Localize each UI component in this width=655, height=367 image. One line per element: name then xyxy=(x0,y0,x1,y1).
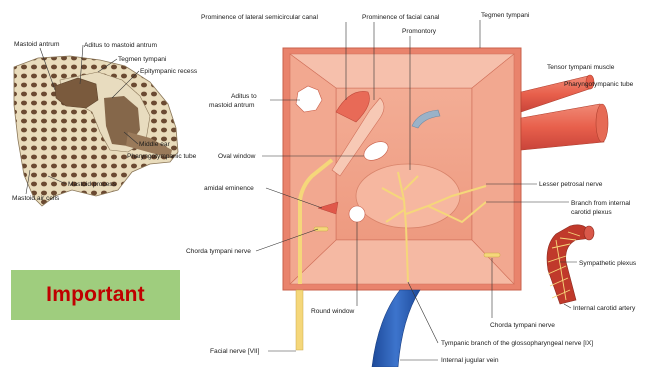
label-middle-ear: Middle ear xyxy=(139,141,171,148)
label-round-window: Round window xyxy=(311,308,354,315)
promontory xyxy=(356,164,460,228)
label-tegmen-top: Tegmen tympani xyxy=(481,12,530,19)
label-aditus-line2: mastoid antrum xyxy=(209,102,255,109)
label-epitympanic: Epitympanic recess xyxy=(140,68,198,75)
label-internal-carotid: Internal carotid artery xyxy=(573,305,636,312)
chorda-tympani-anterior xyxy=(484,253,500,257)
pharyngotympanic-tube-end xyxy=(596,104,608,142)
label-pharyngotympanic-right: Pharyngotympanic tube xyxy=(564,81,634,88)
label-aditus-line1: Aditus to xyxy=(231,93,257,100)
label-tympanic-branch: Tympanic branch of the glossopharyngeal … xyxy=(441,340,593,347)
tympanic-cavity-box xyxy=(283,48,521,290)
pharyngotympanic-tube xyxy=(521,104,604,150)
label-chorda-tympani-right: Chorda tympani nerve xyxy=(490,322,555,329)
label-tensor-tympani: Tensor tympani muscle xyxy=(547,64,615,71)
label-tegmen-left: Tegmen tympani xyxy=(118,56,167,63)
round-window xyxy=(349,206,365,222)
facial-nerve-trunk xyxy=(296,290,303,350)
important-callout: Important xyxy=(11,270,180,320)
label-prominence-lateral-canal: Prominence of lateral semicircular canal xyxy=(201,14,318,21)
chorda-tympani-posterior xyxy=(314,227,328,231)
label-pyramidal-eminence: amidal eminence xyxy=(204,185,254,192)
label-mastoid-antrum: Mastoid antrum xyxy=(14,41,60,48)
label-aditus-left: Aditus to mastoid antrum xyxy=(84,42,157,49)
label-prominence-facial-canal: Prominence of facial canal xyxy=(362,14,440,21)
label-branch-ica-1: Branch from internal xyxy=(571,200,631,207)
label-branch-ica-2: carotid plexus xyxy=(571,209,612,216)
label-mastoid-process: Mastoid process xyxy=(68,181,117,188)
label-lesser-petrosal: Lesser petrosal nerve xyxy=(539,181,603,188)
internal-jugular-vein xyxy=(372,290,420,367)
label-facial-nerve: Facial nerve [VII] xyxy=(210,348,260,355)
label-promontory: Promontory xyxy=(402,28,437,35)
label-sympathetic-plexus: Sympathetic plexus xyxy=(579,260,637,267)
label-chorda-tympani-left: Chorda tympani nerve xyxy=(186,248,251,255)
label-oval-window: Oval window xyxy=(218,153,256,160)
label-mastoid-air-cells: Mastoid air cells xyxy=(12,195,60,202)
label-pharyngotympanic-left: Pharyngotympanic tube xyxy=(127,153,197,160)
label-internal-jugular: Internal jugular vein xyxy=(441,357,499,364)
important-callout-text: Important xyxy=(46,283,145,307)
